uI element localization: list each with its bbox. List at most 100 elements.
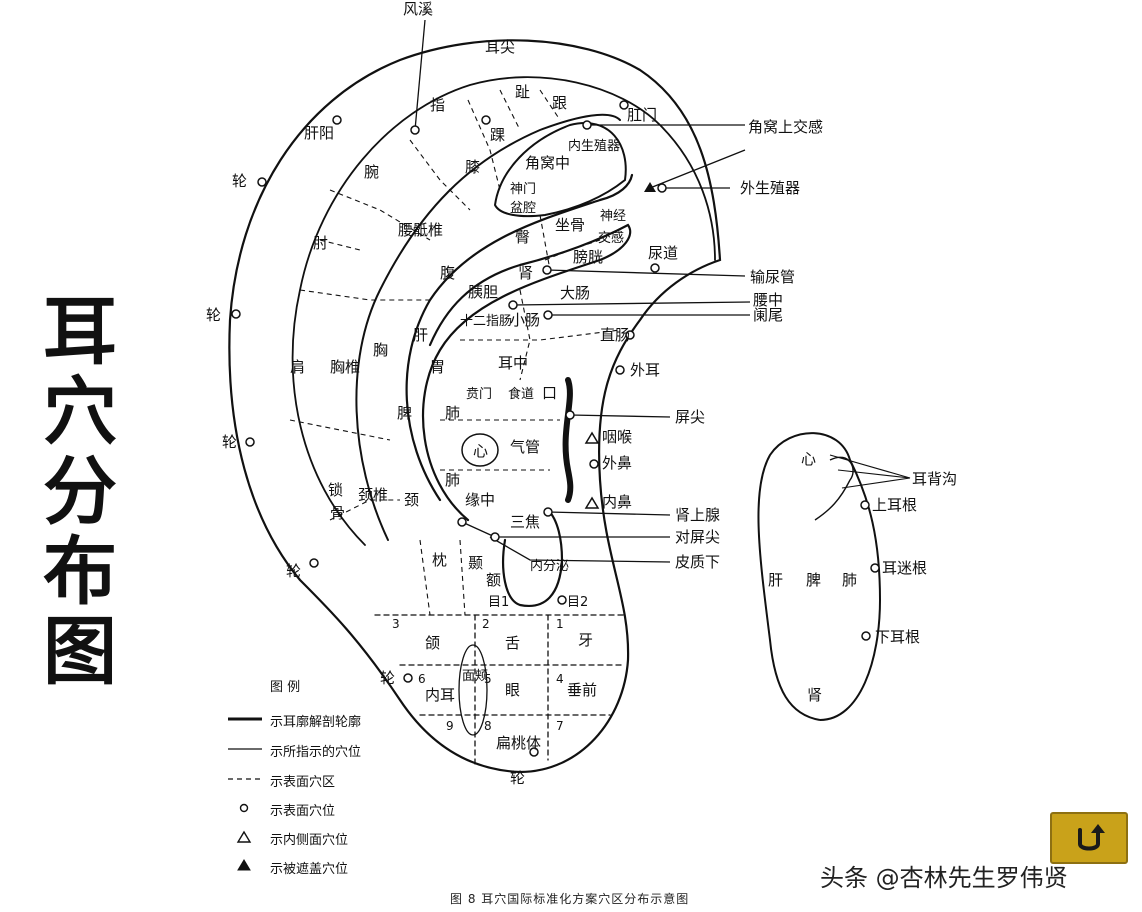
acupoint-label: 踝 — [490, 126, 505, 144]
acupoint-label: 肾上腺 — [675, 506, 720, 524]
acupoint-label: 大肠 — [560, 284, 590, 302]
acupoint-label: 下耳根 — [875, 628, 920, 646]
legend-item: 示耳廓解剖轮廓 — [270, 715, 362, 730]
acupoint-label: 小肠 — [510, 311, 540, 329]
acupoint-label: 心 — [473, 442, 488, 460]
acupoint-label: 扁桃体 — [496, 734, 541, 752]
legend-item: 示所指示的穴位 — [270, 745, 362, 760]
antihelix — [355, 113, 621, 541]
acupoint-label: 膀胱 — [573, 248, 603, 266]
acupoint-label: 腕 — [364, 163, 379, 181]
acupoint-label: 三焦 — [510, 513, 540, 531]
acupoint-label: 8 — [484, 719, 492, 733]
acupoint-label: 角窝上交感 — [748, 118, 823, 136]
figure-caption: 图 8 耳穴国际标准化方案穴区分布示意图 — [450, 892, 690, 906]
acupoint-label: 肝阳 — [304, 124, 334, 142]
acupoint-label: 目1 — [488, 595, 509, 610]
acupoint-label: 腰中 — [753, 291, 783, 309]
acupoint-label: 上耳根 — [872, 496, 917, 514]
watermark: 头条 @杏林先生罗伟贤 — [820, 864, 1068, 892]
acupoint-label: 臀 — [515, 228, 530, 246]
acupoint-label: 耳迷根 — [882, 559, 927, 577]
acupoint-label: 颌 — [425, 634, 440, 652]
acupoint-label: 直肠 — [600, 326, 630, 344]
return-arrow-icon — [1078, 824, 1105, 851]
acupoint-label: 额 — [486, 571, 501, 589]
legend-item: 示被遮盖穴位 — [270, 862, 349, 877]
acupoint-label: 垂前 — [567, 681, 597, 699]
title-char-3: 分 — [43, 449, 117, 535]
triangular-fossa — [494, 122, 627, 218]
acupoint-label: 肺 — [842, 571, 857, 589]
acupoint-label: 胰胆 — [468, 283, 498, 301]
acupoint-label: 眼 — [505, 681, 520, 699]
acupoint-label: 轮 — [232, 172, 247, 190]
acupoint-label: 交感 — [598, 230, 624, 246]
acupoint-label: 肛门 — [627, 106, 657, 124]
acupoint-label: 4 — [556, 672, 564, 686]
label-erjian: 耳尖 — [485, 38, 515, 56]
tragus — [562, 377, 574, 503]
acupoint-label: 跟 — [552, 94, 567, 112]
acupoint-label: 心 — [801, 450, 816, 468]
acupoint-label: 盆腔 — [510, 201, 536, 216]
acupoint-label: 轮 — [286, 562, 301, 580]
acupoint-label: 屏尖 — [675, 408, 705, 426]
acupoint-label: 腹 — [440, 264, 455, 282]
acupoint-label: 外生殖器 — [740, 179, 800, 197]
acupoint-label: 枕 — [432, 551, 447, 569]
title-char-5: 图 — [43, 609, 117, 695]
acupoint-label: 牙 — [578, 631, 593, 649]
title-char-2: 穴 — [43, 369, 117, 455]
back-button[interactable] — [1050, 812, 1128, 864]
acupoint-label: 肘 — [313, 234, 328, 252]
acupoint-label: 脾 — [806, 571, 821, 589]
acupoint-label: 轮 — [222, 433, 237, 451]
acupoint-label: 内耳 — [425, 686, 455, 704]
acupoint-label: 皮质下 — [675, 553, 720, 571]
acupoint-label: 胃 — [430, 358, 445, 376]
acupoint-label: 对屏尖 — [675, 528, 720, 546]
acupoint-label: 肩 — [290, 358, 305, 376]
antihelix-inner — [405, 173, 634, 502]
acupoint-label: 角窝中 — [525, 154, 570, 172]
antitragus — [502, 508, 564, 607]
acupoint-label: 脾 — [397, 404, 412, 422]
acupoint-label: 外鼻 — [602, 454, 632, 472]
acupoint-label: 输尿管 — [750, 268, 795, 286]
acupoint-label: 食道 — [508, 386, 534, 402]
acupoint-label: 耳背沟 — [912, 470, 957, 488]
acupoint-label: 舌 — [505, 634, 520, 652]
acupoint-label: 内生殖器 — [568, 138, 620, 154]
acupoint-label: 肾 — [518, 264, 533, 282]
acupoint-label: 十二指肠 — [460, 314, 512, 329]
acupoint-label: 腰骶椎 — [398, 221, 443, 239]
acupoint-label: 颞 — [468, 554, 483, 572]
acupoint-label: 咽喉 — [602, 428, 632, 446]
acupoint-label: 骨 — [330, 504, 345, 522]
label-fengxi: 风溪 — [403, 0, 433, 18]
acupoint-label: 趾 — [515, 83, 530, 101]
acupoint-label: 外耳 — [630, 361, 660, 379]
acupoint-label: 面颊 — [462, 669, 488, 684]
acupoint-label: 指 — [430, 96, 445, 114]
acupoint-label: 肺 — [445, 471, 460, 489]
acupoint-label: 缘中 — [465, 491, 495, 509]
acupoint-label: 1 — [556, 617, 564, 631]
acupoint-label: 口 — [542, 384, 557, 402]
acupoint-label: 5 — [484, 672, 492, 686]
acupoint-label: 6 — [418, 672, 426, 686]
helix-inner — [291, 76, 716, 546]
acupoint-label: 轮 — [206, 306, 221, 324]
acupoint-label: 尿道 — [648, 244, 678, 262]
acupoint-label: 锁 — [328, 481, 343, 499]
acupoint-label: 膝 — [465, 158, 480, 176]
acupoint-label: 贲门 — [466, 387, 492, 402]
acupoint-label: 神门 — [510, 182, 536, 197]
acupoint-label: 9 — [446, 719, 454, 733]
title-char-1: 耳 — [43, 289, 117, 375]
acupoint-label: 胸 — [373, 341, 388, 359]
acupoint-label: 神经 — [600, 209, 626, 224]
